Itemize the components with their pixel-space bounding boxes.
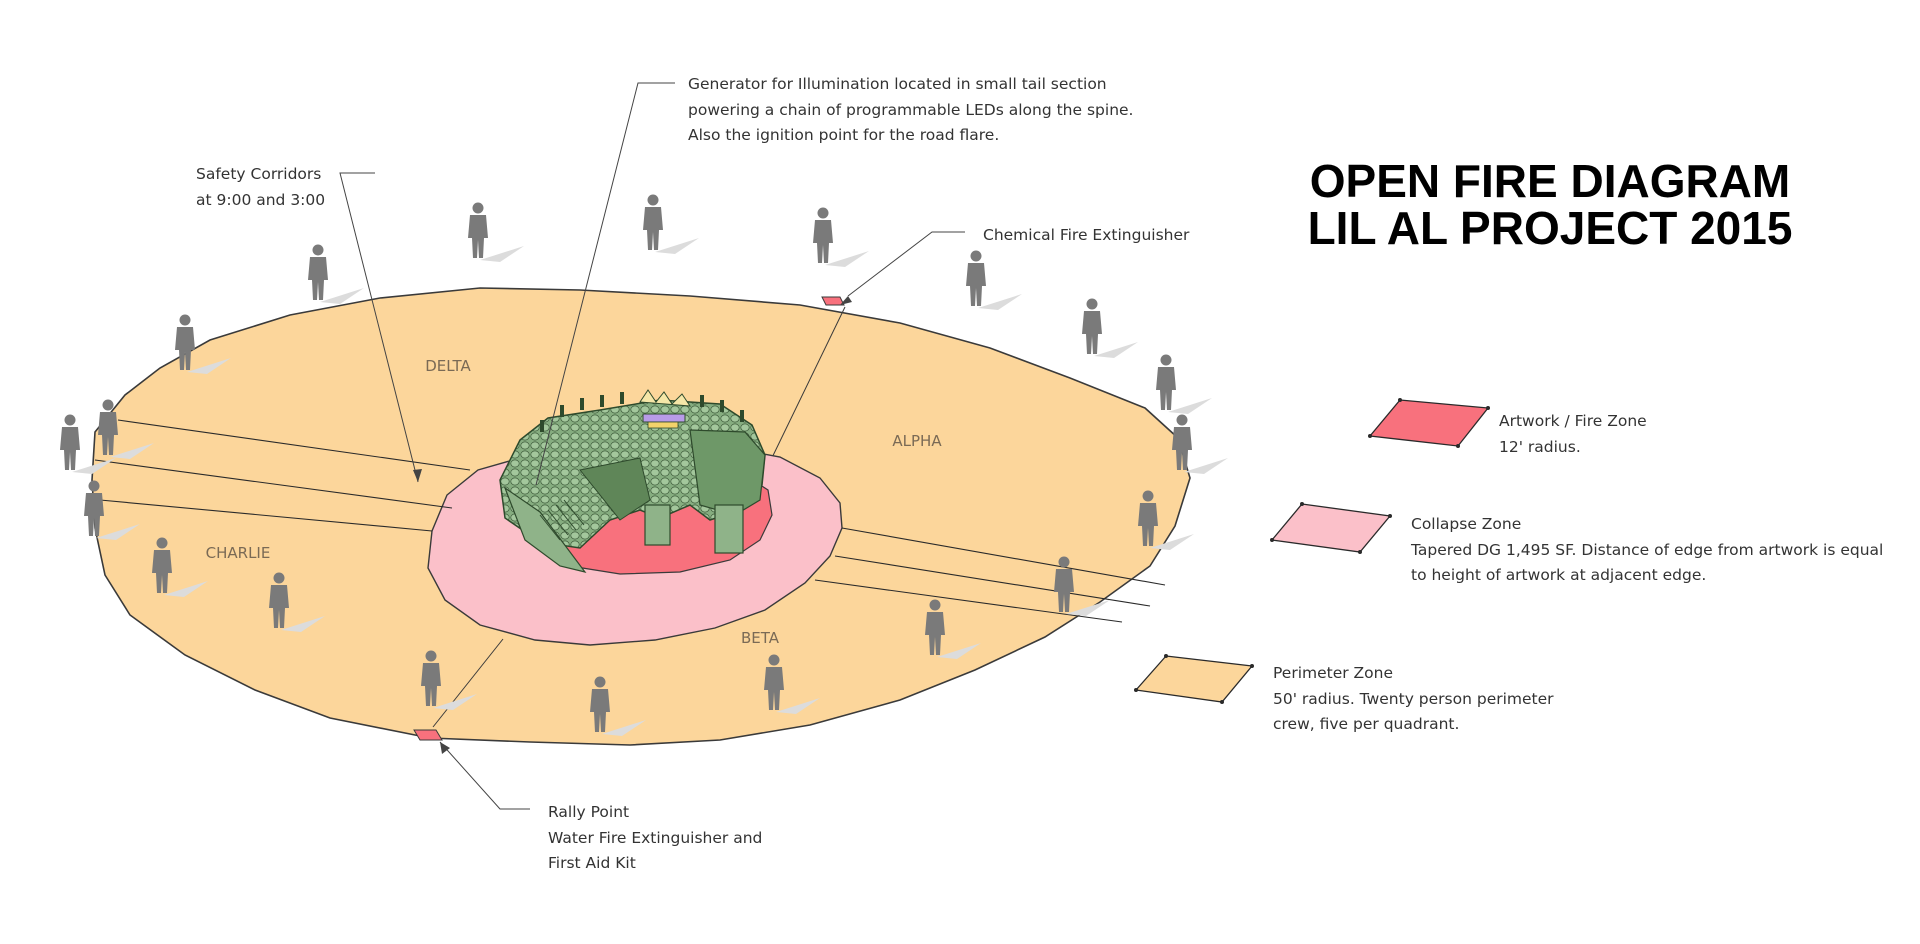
- crew-member-figure: [925, 599, 981, 659]
- crew-member-figure: [764, 654, 820, 714]
- crew-member-figure: [269, 572, 325, 632]
- crew-member-figure: [813, 207, 869, 267]
- callout-safety-corridors: Safety Corridors at 9:00 and 3:00: [196, 162, 325, 213]
- callout-text: Safety Corridors: [196, 165, 322, 183]
- legend-fire-zone: Artwork / Fire Zone 12' radius.: [1499, 409, 1647, 460]
- legend-description: crew, five per quadrant.: [1273, 715, 1460, 733]
- zone-label-delta: DELTA: [425, 357, 471, 375]
- title-line-1: OPEN FIRE DIAGRAM: [1309, 155, 1791, 207]
- legend-description: 12' radius.: [1499, 437, 1581, 456]
- legend-swatch-fire: [1368, 399, 1490, 447]
- rally-point-marker: [413, 729, 443, 741]
- callout-text: powering a chain of programmable LEDs al…: [688, 100, 1134, 119]
- crew-member-figure: [98, 399, 154, 459]
- legend-label: Perimeter Zone: [1273, 664, 1394, 682]
- crew-member-figure: [468, 202, 524, 262]
- legend-description: 50' radius. Twenty person perimeter: [1273, 689, 1554, 708]
- legend-perimeter-zone: Perimeter Zone 50' radius. Twenty person…: [1273, 661, 1554, 738]
- crew-member-figure: [966, 250, 1022, 310]
- safety-corridor-east: [814, 527, 1166, 623]
- crew-member-figure: [308, 244, 364, 304]
- legend-collapse-zone: Collapse Zone Tapered DG 1,495 SF. Dista…: [1411, 512, 1883, 589]
- perimeter-crew: [60, 194, 1228, 736]
- crew-member-figure: [1054, 556, 1110, 616]
- leader-lines: [339, 82, 965, 810]
- crew-member-figure: [1138, 490, 1194, 550]
- safety-corridor-west: [94, 419, 471, 532]
- callout-text: Also the ignition point for the road fla…: [688, 126, 1000, 144]
- legend-swatch-collapse: [1270, 503, 1392, 553]
- crew-member-figure: [1082, 298, 1138, 358]
- crew-member-figure: [590, 676, 646, 736]
- crew-member-figure: [152, 537, 208, 597]
- crew-member-figure: [175, 314, 231, 374]
- callout-text: Generator for Illumination located in sm…: [688, 75, 1107, 93]
- zone-label-alpha: ALPHA: [892, 432, 942, 450]
- callout-text: First Aid Kit: [548, 854, 636, 872]
- arrowheads: [413, 296, 852, 754]
- legend-label: Collapse Zone: [1411, 515, 1522, 533]
- callout-text: Chemical Fire Extinguisher: [983, 226, 1190, 244]
- callout-rally-point: Rally Point Water Fire Extinguisher and …: [548, 800, 762, 877]
- crew-member-figure: [84, 480, 140, 540]
- chemical-extinguisher-marker: [821, 296, 845, 306]
- legend-label: Artwork / Fire Zone: [1499, 412, 1647, 430]
- callout-chemical-extinguisher: Chemical Fire Extinguisher: [983, 223, 1189, 249]
- zone-label-beta: BETA: [741, 629, 780, 647]
- zone-label-charlie: CHARLIE: [206, 544, 271, 562]
- legend-description: to height of artwork at adjacent edge.: [1411, 566, 1707, 584]
- crew-member-figure: [1156, 354, 1212, 414]
- callout-text: at 9:00 and 3:00: [196, 190, 326, 209]
- quadrant-divider: [766, 306, 846, 469]
- crew-member-figure: [60, 414, 116, 474]
- legend-description: Tapered DG 1,495 SF. Distance of edge fr…: [1411, 540, 1884, 559]
- callout-generator: Generator for Illumination located in sm…: [688, 72, 1133, 149]
- crew-member-figure: [643, 194, 699, 254]
- callout-text: Water Fire Extinguisher and: [548, 828, 763, 847]
- diagram-title: OPEN FIRE DIAGRAM LIL AL PROJECT 2015: [1230, 158, 1870, 252]
- quadrant-divider: [432, 638, 504, 728]
- legend-swatch-perimeter: [1134, 655, 1254, 703]
- crew-member-figure: [1172, 414, 1228, 474]
- crew-member-figure: [421, 650, 477, 710]
- title-line-2: LIL AL PROJECT 2015: [1307, 202, 1793, 254]
- callout-text: Rally Point: [548, 803, 630, 821]
- artwork-dragon: [499, 389, 766, 573]
